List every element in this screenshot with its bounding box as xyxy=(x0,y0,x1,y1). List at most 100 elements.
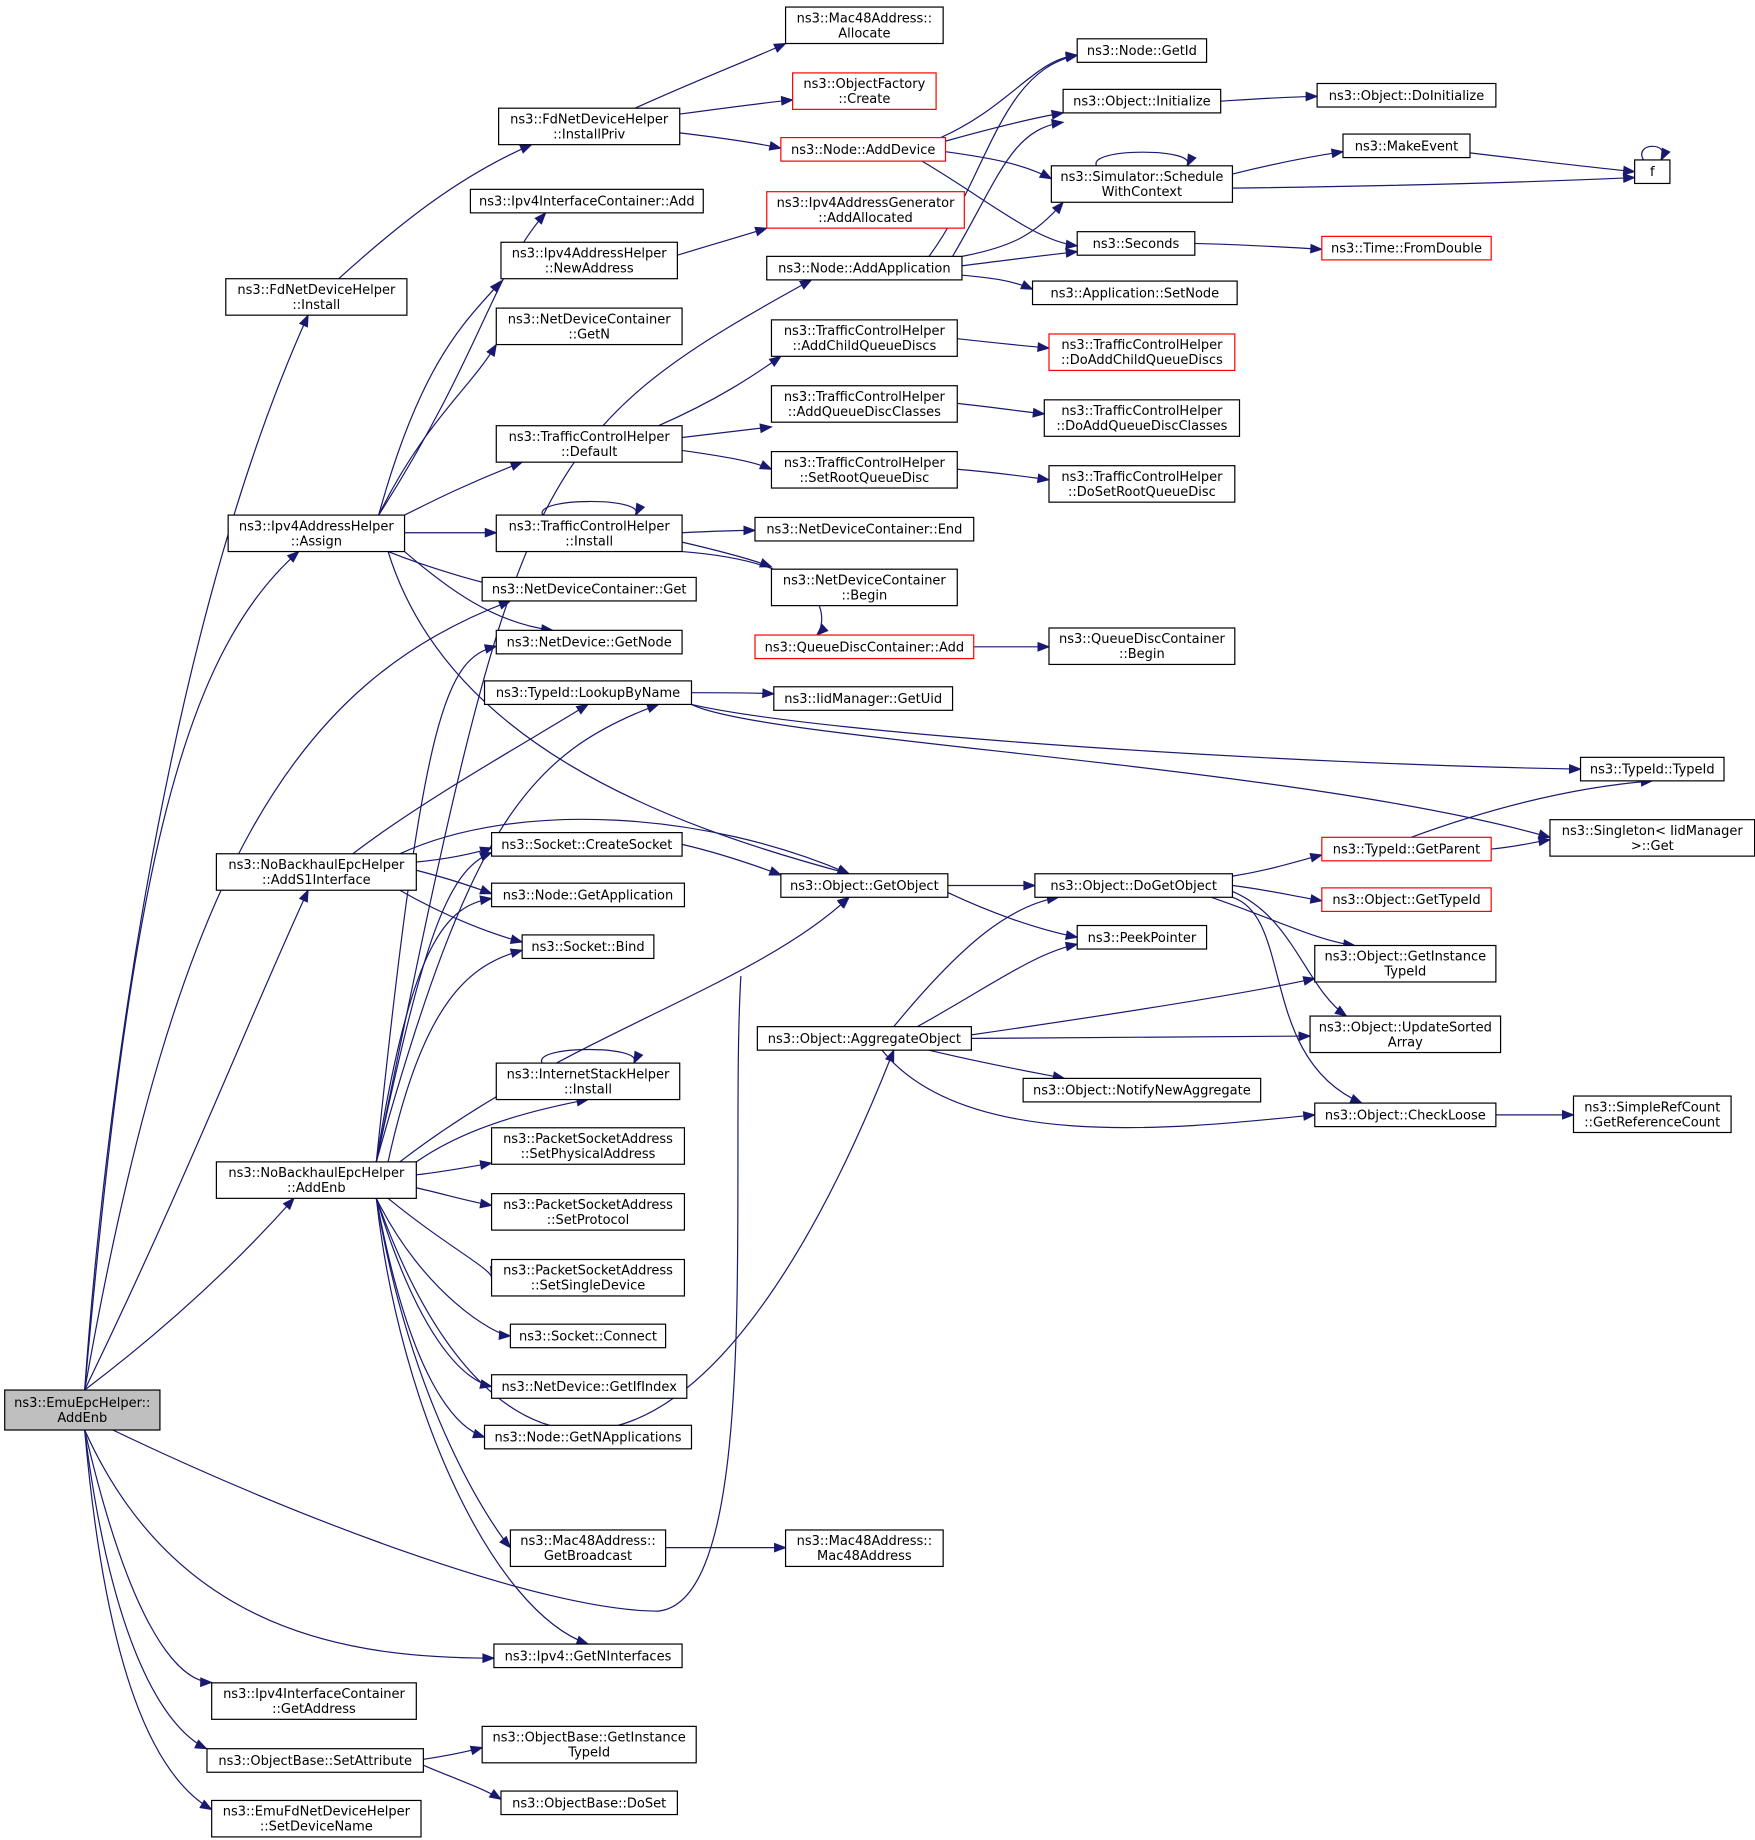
node-socketCreate[interactable]: ns3::Socket::CreateSocket xyxy=(490,832,683,857)
node-makeEvent[interactable]: ns3::MakeEvent xyxy=(1342,133,1471,159)
node-label: ns3::Object::AggregateObject xyxy=(768,1032,961,1047)
node-tchDefault[interactable]: ns3::TrafficControlHelper::Default xyxy=(495,425,683,463)
node-ipv4AddrAssign[interactable]: ns3::Ipv4AddressHelper::Assign xyxy=(227,514,406,553)
node-objDoGetObject[interactable]: ns3::Object::DoGetObject xyxy=(1034,873,1234,898)
node-singletonGet[interactable]: ns3::Singleton< IidManager >::Get xyxy=(1549,819,1755,857)
edge-line xyxy=(399,896,850,1163)
node-ndGetNode[interactable]: ns3::NetDevice::GetNode xyxy=(495,629,683,655)
edge-line xyxy=(387,550,483,583)
node-socketConnect[interactable]: ns3::Socket::Connect xyxy=(509,1323,667,1349)
node-seconds[interactable]: ns3::Seconds xyxy=(1076,231,1196,256)
node-objGetObject[interactable]: ns3::Object::GetObject xyxy=(780,873,949,898)
edge-objAggregate-to-objDoGetObject xyxy=(893,894,1060,1028)
node-ndcBegin[interactable]: ns3::NetDeviceContainer::Begin xyxy=(770,568,958,607)
node-tchDoSetRoot[interactable]: ns3::TrafficControlHelper::DoSetRootQueu… xyxy=(1048,465,1236,503)
node-psaSetPhys[interactable]: ns3::PacketSocketAddress::SetPhysicalAdd… xyxy=(490,1127,686,1165)
edge-arrowhead xyxy=(815,623,829,636)
node-ipv4ahNewAddr[interactable]: ns3::Ipv4AddressHelper::NewAddress xyxy=(500,241,678,280)
edge-nodeAddApp-to-appSetNode xyxy=(961,274,1034,290)
edge-line xyxy=(416,869,492,895)
node-nodeGetApp[interactable]: ns3::Node::GetApplication xyxy=(490,882,686,908)
node-label: ns3::EmuEpcHelper:: xyxy=(14,1396,150,1411)
node-label: ns3::Node::AddDevice xyxy=(791,143,935,158)
edge-objAggregate-to-objCheckLoose xyxy=(881,1049,1317,1129)
edge-line xyxy=(84,600,511,1391)
node-label: ns3::NoBackhaulEpcHelper xyxy=(228,1166,405,1181)
node-timeFromDouble[interactable]: ns3::Time::FromDouble xyxy=(1321,235,1492,261)
node-fNode[interactable]: f xyxy=(1634,159,1671,185)
node-qdcAdd[interactable]: ns3::QueueDiscContainer::Add xyxy=(754,634,975,660)
edge-arrowhead xyxy=(497,600,512,610)
node-emuSetDev[interactable]: ns3::EmuFdNetDeviceHelper::SetDeviceName xyxy=(211,1799,422,1838)
node-objInitialize[interactable]: ns3::Object::Initialize xyxy=(1062,88,1222,114)
edge-arrowhead xyxy=(798,279,813,290)
node-tchInstall[interactable]: ns3::TrafficControlHelper::Install xyxy=(495,514,683,553)
node-ndcGetN[interactable]: ns3::NetDeviceContainer::GetN xyxy=(495,307,683,346)
node-box xyxy=(754,516,975,542)
node-nodeAddDevice[interactable]: ns3::Node::AddDevice xyxy=(780,136,947,162)
node-ipv4agAddAlloc[interactable]: ns3::Ipv4AddressGenerator::AddAllocated xyxy=(766,191,965,229)
node-objFactoryCreate[interactable]: ns3::ObjectFactory::Create xyxy=(792,72,937,110)
node-label: ns3::Object::GetTypeId xyxy=(1332,893,1480,908)
node-iidGetUid[interactable]: ns3::IidManager::GetUid xyxy=(773,686,954,711)
edge-arrowhead xyxy=(509,934,524,944)
node-obSetAttr[interactable]: ns3::ObjectBase::SetAttribute xyxy=(206,1748,424,1773)
node-label: ::SetPhysicalAddress xyxy=(521,1147,656,1162)
node-ipv4icGetAddr[interactable]: ns3::Ipv4InterfaceContainer::GetAddress xyxy=(211,1682,417,1720)
edge-arrowhead xyxy=(534,211,547,225)
node-label: GetBroadcast xyxy=(544,1549,632,1564)
node-qdcBegin[interactable]: ns3::QueueDiscContainer::Begin xyxy=(1048,627,1236,666)
node-nodeAddApp[interactable]: ns3::Node::AddApplication xyxy=(766,255,963,281)
node-peekPointer[interactable]: ns3::PeekPointer xyxy=(1076,924,1208,950)
node-mac48GetBcast[interactable]: ns3::Mac48Address::GetBroadcast xyxy=(509,1529,667,1568)
node-nbAddS1[interactable]: ns3::NoBackhaulEpcHelper::AddS1Interface xyxy=(215,853,417,891)
node-nodeGetNApps[interactable]: ns3::Node::GetNApplications xyxy=(483,1424,693,1450)
node-box xyxy=(784,6,944,45)
edge-line xyxy=(682,426,772,439)
edge-line xyxy=(541,1048,635,1064)
node-label: ns3::PeekPointer xyxy=(1088,931,1197,946)
node-objDoInit[interactable]: ns3::Object::DoInitialize xyxy=(1316,82,1497,108)
node-box xyxy=(225,278,408,316)
node-tchAddChild[interactable]: ns3::TrafficControlHelper::AddChildQueue… xyxy=(770,319,958,357)
node-fdndhInstall[interactable]: ns3::FdNetDeviceHelper::Install xyxy=(225,278,408,316)
node-ndcGet[interactable]: ns3::NetDeviceContainer::Get xyxy=(481,576,697,602)
node-ipv4icAdd[interactable]: ns3::Ipv4InterfaceContainer::Add xyxy=(469,188,704,214)
node-objCheckLoose[interactable]: ns3::Object::CheckLoose xyxy=(1314,1102,1497,1128)
edge-arrowhead xyxy=(773,42,787,53)
node-tchDoAddChild[interactable]: ns3::TrafficControlHelper::DoAddChildQue… xyxy=(1048,333,1236,372)
node-label: ns3::FdNetDeviceHelper xyxy=(237,283,396,298)
node-ipv4GetNIf[interactable]: ns3::Ipv4::GetNInterfaces xyxy=(493,1643,683,1669)
node-nodeGetId[interactable]: ns3::Node::GetId xyxy=(1076,38,1208,63)
node-mac48Allocate[interactable]: ns3::Mac48Address::Allocate xyxy=(784,6,944,45)
node-fdndhInstallPriv[interactable]: ns3::FdNetDeviceHelper::InstallPriv xyxy=(498,107,681,146)
node-ishInstall[interactable]: ns3::InternetStackHelper::Install xyxy=(495,1062,681,1101)
node-appSetNode[interactable]: ns3::Application::SetNode xyxy=(1031,280,1238,306)
edge-line xyxy=(1232,896,1363,1104)
node-objAggregate[interactable]: ns3::Object::AggregateObject xyxy=(756,1026,972,1051)
node-nbAddEnb[interactable]: ns3::NoBackhaulEpcHelper::AddEnb xyxy=(215,1161,417,1199)
node-ndGetIfIndex[interactable]: ns3::NetDevice::GetIfIndex xyxy=(490,1374,688,1399)
node-typeIdLookup[interactable]: ns3::TypeId::LookupByName xyxy=(483,680,693,706)
edge-arrowhead xyxy=(1032,407,1046,418)
node-label: ns3::PacketSocketAddress xyxy=(503,1198,673,1213)
node-tchAddClasses[interactable]: ns3::TrafficControlHelper::AddQueueDiscC… xyxy=(770,385,958,423)
node-root[interactable]: ns3::EmuEpcHelper::AddEnb xyxy=(4,1389,161,1431)
node-objGetTypeId[interactable]: ns3::Object::GetTypeId xyxy=(1321,887,1492,913)
node-srcGetRef[interactable]: ns3::SimpleRefCount::GetReferenceCount xyxy=(1572,1095,1732,1134)
node-objNotifyAgg[interactable]: ns3::Object::NotifyNewAggregate xyxy=(1022,1077,1262,1103)
node-tchDoAddClasses[interactable]: ns3::TrafficControlHelper::DoAddQueueDis… xyxy=(1043,399,1241,437)
node-psaSetProto[interactable]: ns3::PacketSocketAddress::SetProtocol xyxy=(490,1193,686,1231)
node-tchSetRoot[interactable]: ns3::TrafficControlHelper::SetRootQueueD… xyxy=(770,450,958,489)
node-tidGetParent[interactable]: ns3::TypeId::GetParent xyxy=(1321,836,1492,862)
node-tidTypeId[interactable]: ns3::TypeId::TypeId xyxy=(1579,756,1725,782)
node-mac48Mac48[interactable]: ns3::Mac48Address::Mac48Address xyxy=(784,1529,944,1568)
node-ndcEnd[interactable]: ns3::NetDeviceContainer::End xyxy=(754,516,975,542)
node-obDoSet[interactable]: ns3::ObjectBase::DoSet xyxy=(500,1790,678,1816)
node-psaSetSingle[interactable]: ns3::PacketSocketAddress::SetSingleDevic… xyxy=(490,1258,686,1297)
node-socketBind[interactable]: ns3::Socket::Bind xyxy=(521,934,655,960)
